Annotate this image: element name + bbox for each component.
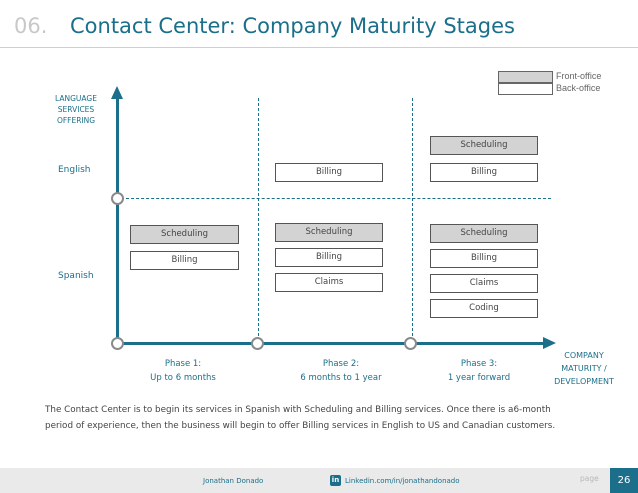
language-label-english: English <box>58 165 91 175</box>
legend-front-label: Front-office <box>556 71 602 81</box>
x-axis-line <box>117 342 545 345</box>
service-box-front-office: Scheduling <box>430 136 538 155</box>
footer <box>0 468 638 493</box>
legend-back-swatch <box>498 83 553 95</box>
legend-front-swatch <box>498 71 553 83</box>
service-box-front-office: Scheduling <box>275 223 383 242</box>
phase-label-line: Phase 3: <box>460 359 498 369</box>
x-axis-arrowhead <box>543 337 556 349</box>
x-axis-title: COMPANY MATURITY / DEVELOPMENT <box>546 349 622 388</box>
title-divider <box>0 47 638 48</box>
service-box-back-office: Billing <box>130 251 239 270</box>
service-box-back-office: Billing <box>430 249 538 268</box>
phase-label-line: Up to 6 months <box>150 373 216 383</box>
phase-label-line: Phase 2: <box>322 359 360 369</box>
x-axis-title-line: MATURITY / <box>561 364 607 373</box>
x-axis-title-line: COMPANY <box>564 351 604 360</box>
page-title: Contact Center: Company Maturity Stages <box>70 14 515 38</box>
axis-node <box>111 337 124 350</box>
y-axis-title-line: SERVICES <box>57 105 95 114</box>
section-number: 06. <box>14 14 48 38</box>
service-box-back-office: Coding <box>430 299 538 318</box>
footer-author: Jonathan Donado <box>203 477 264 485</box>
phase-label-3: Phase 3: 1 year forward <box>414 357 544 385</box>
phase-label-1: Phase 1: Up to 6 months <box>118 357 248 385</box>
phase-divider-dashed-line <box>258 98 259 341</box>
service-box-back-office: Claims <box>430 274 538 293</box>
axis-node <box>251 337 264 350</box>
language-divider-dashed-line <box>121 198 551 199</box>
y-axis-title-line: OFFERING <box>56 116 96 125</box>
linkedin-icon[interactable]: in <box>330 475 341 486</box>
language-label-spanish: Spanish <box>58 271 94 281</box>
service-box-front-office: Scheduling <box>430 224 538 243</box>
service-box-front-office: Scheduling <box>130 225 239 244</box>
phase-label-line: 6 months to 1 year <box>300 373 382 383</box>
linkedin-link[interactable]: Linkedin.com/in/jonathandonado <box>345 477 460 485</box>
phase-divider-dashed-line <box>412 98 413 341</box>
caption-line: period of experience, then the business … <box>45 421 556 431</box>
y-axis-title: LANGUAGE SERVICES OFFERING <box>48 93 104 126</box>
phase-label-2: Phase 2: 6 months to 1 year <box>276 357 406 385</box>
x-axis-title-line: DEVELOPMENT <box>554 377 614 386</box>
phase-label-line: Phase 1: <box>164 359 202 369</box>
service-box-back-office: Billing <box>275 248 383 267</box>
header: 06. Contact Center: Company Maturity Sta… <box>0 12 638 46</box>
service-box-back-office: Billing <box>275 163 383 182</box>
y-axis-title-line: LANGUAGE <box>55 94 97 103</box>
caption: The Contact Center is to begin its servi… <box>45 402 605 434</box>
phase-label-line: 1 year forward <box>447 373 511 383</box>
y-axis-arrowhead <box>111 86 123 99</box>
service-box-back-office: Claims <box>275 273 383 292</box>
axis-node <box>111 192 124 205</box>
y-axis-line <box>116 98 119 344</box>
caption-line: The Contact Center is to begin its servi… <box>45 405 551 415</box>
page-number: 26 <box>610 468 638 493</box>
page-word: page <box>580 474 599 483</box>
service-box-back-office: Billing <box>430 163 538 182</box>
legend-back-label: Back-office <box>556 83 601 93</box>
axis-node <box>404 337 417 350</box>
